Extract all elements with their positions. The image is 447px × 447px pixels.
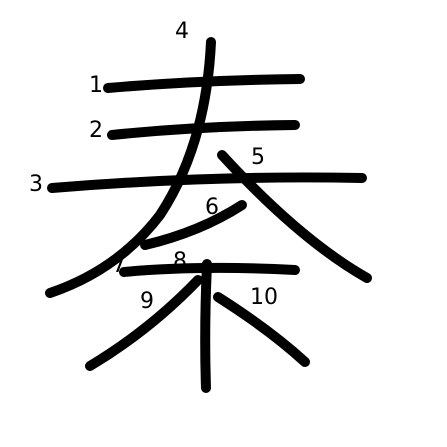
stroke-9	[85, 275, 203, 371]
stroke-3	[47, 172, 367, 193]
stroke-number-2: 2	[89, 118, 103, 143]
stroke-number-8: 8	[173, 249, 187, 274]
stroke-number-4: 4	[175, 19, 189, 44]
stroke-number-9: 9	[140, 289, 154, 314]
stroke-8	[200, 259, 212, 393]
stroke-number-5: 5	[251, 145, 265, 170]
stroke-10	[213, 292, 310, 367]
stroke-number-10: 10	[250, 285, 278, 310]
stroke-1	[103, 74, 305, 93]
stroke-5	[217, 150, 372, 283]
stroke-6	[140, 200, 247, 250]
stroke-number-1: 1	[89, 73, 103, 98]
stroke-number-6: 6	[205, 195, 219, 220]
stroke-number-3: 3	[29, 172, 43, 197]
stroke-number-7: 7	[112, 253, 126, 278]
stroke-4	[45, 37, 216, 298]
